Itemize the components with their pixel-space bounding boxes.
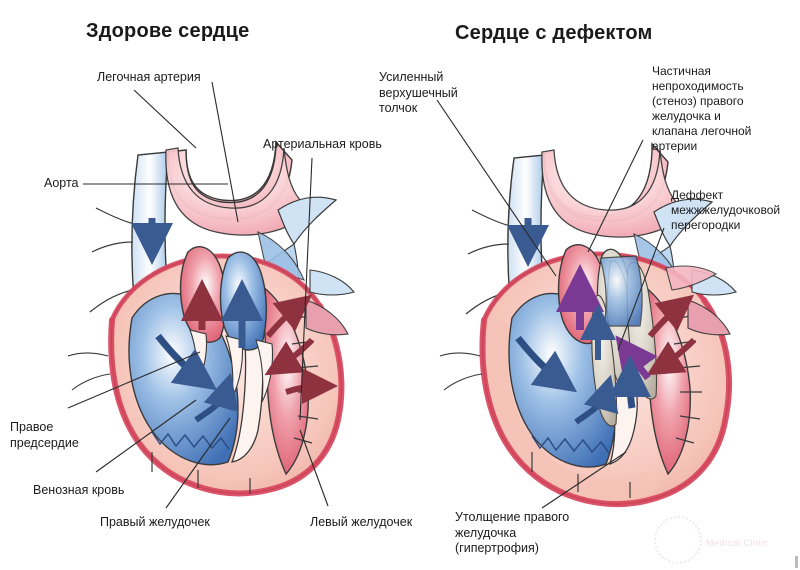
leader-right-ventricle [165,417,231,509]
flow-arrow-rv-up-defect [609,355,652,409]
flow-arrow-rv-swirl-defect [574,374,619,425]
label-right-ventricle: Правый желудочек [100,515,210,529]
label-venous-blood: Венозная кровь [33,483,125,497]
label-stenosis: Частичная непроходимость (стеноз) правог… [652,64,752,153]
leader-pulmonary-artery [133,89,197,149]
healthy-heart-diagram [67,140,355,497]
flow-arrow-vsd-shunt [615,335,658,382]
label-hypertrophy: Утолщение правого желудочка (гипертрофия… [455,510,570,555]
leader-hypertrophy [541,451,627,509]
label-aorta: Аорта [44,176,79,190]
label-arterial-blood: Артериальная кровь [263,137,382,151]
leader-right-atrium [67,351,201,409]
flow-arrow-lv-inflow [264,337,315,376]
flow-arrow-ra-to-rv [155,333,218,391]
flow-arrow-ra-to-rv-defect [515,335,578,393]
watermark: Medical Clinic [648,508,798,564]
flow-arrow-lv-inflow-defect [646,337,697,376]
leader-arterial-blood [299,157,313,421]
watermark-text: Medical Clinic [706,538,769,548]
leader-venous-blood [95,399,197,473]
leader-apex-beat [436,99,557,277]
label-pulmonary-artery: Легочная артерия [97,70,201,84]
flow-arrow-lv-lower [285,368,338,405]
label-vsd: Деффект межжжелудочковой перегородки [671,188,781,232]
label-left-ventricle: Левый желудочек [310,515,413,529]
stenosis-region [591,248,658,427]
leader-vsd [617,227,665,351]
leader-pulmonary-artery-2 [211,81,239,223]
flow-arrow-lv-outflow-defect [647,294,695,338]
leader-left-ventricle [299,429,329,507]
label-right-atrium: Правое предсердие [10,420,79,450]
flow-arrow-lv-outflow [265,294,313,338]
leader-stenosis [587,139,644,253]
corner-mark [795,556,798,568]
panel-title-defect: Сердце с дефектом [455,22,653,44]
panel-title-healthy: Здорове сердце [86,20,250,42]
flow-arrow-rv-swirl [194,372,239,423]
label-apex-beat: Усиленный верхушечный толчок [379,70,458,115]
watermark-ring-icon [654,516,702,564]
